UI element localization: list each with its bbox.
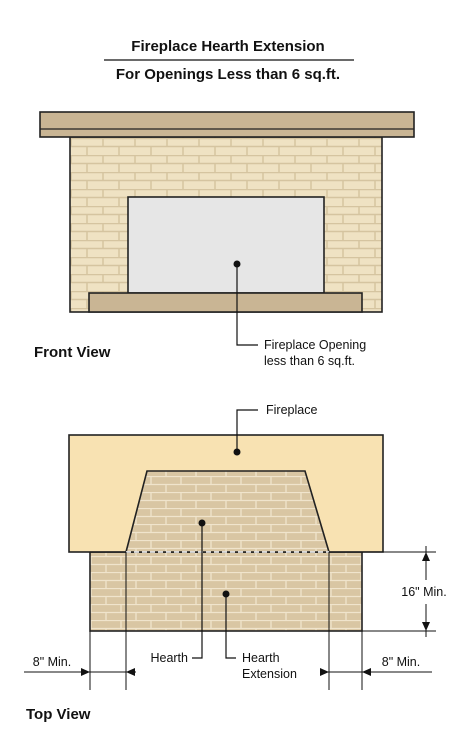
extension-label-line-2: Extension	[242, 667, 297, 681]
opening-callout-leader	[236, 264, 258, 346]
right-dim-arrow-inner	[320, 668, 329, 676]
left-dim-arrow-outer	[81, 668, 90, 676]
title-line-2: For Openings Less than 6 sq.ft.	[116, 66, 340, 83]
fireplace-callout-leader	[236, 409, 258, 452]
left-dim-arrow-inner	[126, 668, 135, 676]
fireplace-label: Fireplace	[266, 403, 317, 417]
front-view: Fireplace Opening less than 6 sq.ft. Fro…	[34, 111, 415, 368]
title-line-1: Fireplace Hearth Extension	[131, 38, 324, 55]
left-dimension-label: 8" Min.	[33, 655, 71, 669]
top-view: Fireplace Hearth Hearth Extension 16" Mi…	[24, 403, 447, 723]
firebox-hearth	[124, 470, 331, 553]
depth-dimension-label: 16" Min.	[401, 585, 446, 599]
depth-arrow-bottom	[422, 622, 430, 631]
opening-callout-line-2: less than 6 sq.ft.	[264, 354, 355, 368]
fireplace-opening	[127, 196, 325, 294]
mantel-shelf	[39, 111, 415, 138]
front-view-heading: Front View	[34, 344, 111, 361]
hearth-callout-leader	[192, 523, 203, 659]
extension-label-line-1: Hearth	[242, 651, 280, 665]
depth-arrow-top	[422, 552, 430, 561]
right-dimension-label: 8" Min.	[382, 655, 420, 669]
opening-callout-line-1: Fireplace Opening	[264, 338, 366, 352]
extension-callout-leader	[225, 594, 236, 659]
right-dim-arrow-outer	[362, 668, 371, 676]
top-view-heading: Top View	[26, 706, 91, 723]
front-hearth-ledge	[88, 292, 363, 313]
hearth-label: Hearth	[150, 651, 188, 665]
